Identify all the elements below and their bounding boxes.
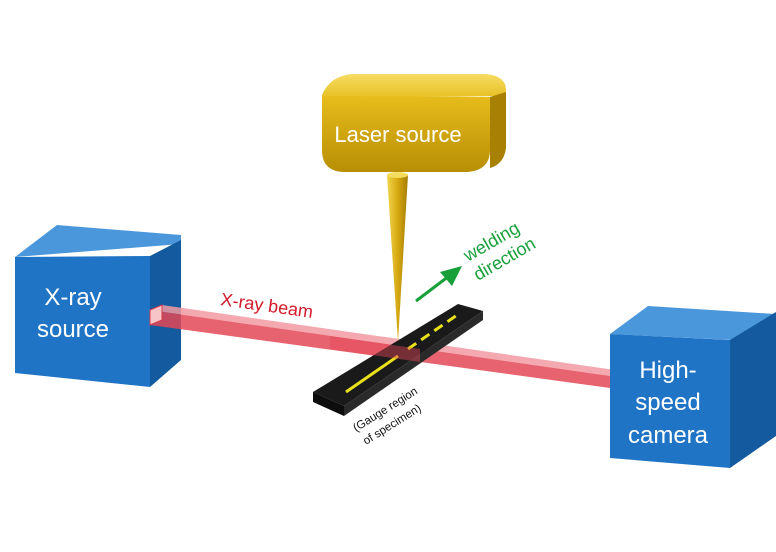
xray-source-cube — [15, 225, 181, 387]
camera-top-face — [610, 306, 776, 340]
specimen-top-face — [313, 304, 483, 406]
xray-source-front-face — [15, 256, 150, 387]
welding-direction-arrow — [415, 266, 462, 303]
laser-box-side-face — [490, 92, 506, 168]
laser-cone-top — [387, 172, 408, 178]
weld-track-solid — [345, 354, 399, 394]
camera-side-face — [730, 312, 776, 468]
camera-cube — [610, 306, 776, 468]
camera-label-line3: camera — [628, 422, 709, 449]
specimen-end-face — [344, 311, 483, 416]
xray-source-top-face — [15, 225, 181, 257]
xray-source-label-line2: source — [37, 316, 109, 343]
xray-beam-end — [149, 304, 163, 326]
camera-front-face — [610, 334, 730, 468]
camera-label-line2: speed — [635, 389, 700, 416]
laser-beam-cone — [387, 175, 408, 342]
specimen-front-face — [313, 392, 344, 416]
laser-box-front-face — [322, 96, 490, 172]
laser-source-label: Laser source — [334, 122, 461, 147]
xray-source-label-line1: X-ray — [44, 284, 101, 311]
arrow-shaft — [415, 274, 450, 303]
arrow-head — [440, 266, 462, 286]
xray-beam — [149, 304, 615, 388]
laser-source-box — [322, 74, 506, 172]
specimen-bar — [313, 304, 483, 416]
laser-box-top-face — [322, 74, 506, 98]
xray-beam-overlay — [330, 336, 420, 362]
xray-beam-top — [150, 305, 615, 376]
xray-beam-body — [150, 310, 610, 388]
weld-track-dashed — [407, 311, 461, 351]
camera-label-line1: High- — [639, 357, 696, 384]
